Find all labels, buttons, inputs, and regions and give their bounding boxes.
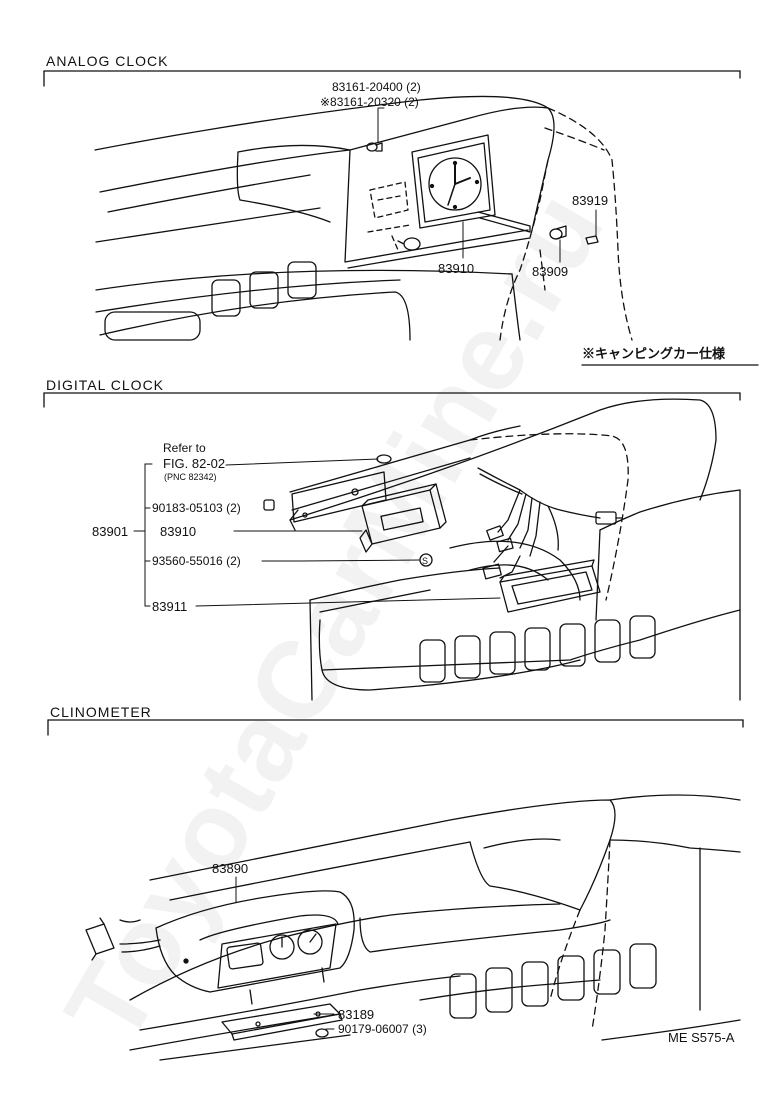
digital-nut-label: 93560-55016 (2) <box>152 554 241 568</box>
digital-wire-harness <box>478 468 622 579</box>
part-83909-label: 83909 <box>532 264 569 279</box>
part-83901-label: 83901 <box>92 524 129 539</box>
clinometer-dashboard <box>120 795 740 1060</box>
page-code: ME S575-A <box>668 1030 735 1045</box>
clinometer-screw-label: 90179-06007 (3) <box>338 1022 427 1036</box>
analog-screw-b-label: ※83161-20320 (2) <box>320 95 419 109</box>
part-83919-label: 83919 <box>572 193 609 208</box>
digital-clock-83910 <box>360 484 446 552</box>
analog-clock-title: ANALOG CLOCK <box>46 53 169 69</box>
part-83911-label: 83911 <box>152 599 188 614</box>
analog-small-parts <box>367 143 598 244</box>
analog-clock-83910 <box>398 135 530 250</box>
analog-part-83910-label: 83910 <box>438 261 475 276</box>
screw-marker-s: S <box>422 556 429 566</box>
analog-dashboard <box>95 96 632 340</box>
analog-screw-a-label: 83161-20400 (2) <box>332 80 421 94</box>
clinometer-connector <box>86 918 160 960</box>
refer-to-label: Refer to <box>163 441 206 455</box>
pnc-reference-label: (PNC 82342) <box>164 472 217 482</box>
camping-car-note: ※キャンピングカー仕様 <box>582 346 726 361</box>
digital-dashboard <box>290 399 740 700</box>
section-clinometer-frame <box>48 720 743 735</box>
section-analog-frame <box>44 71 740 86</box>
clinometer-leaders <box>236 877 334 1029</box>
clinometer-gauge-83890 <box>156 891 354 1004</box>
clinometer-title: CLINOMETER <box>50 704 152 720</box>
fig-reference-label: FIG. 82-02 <box>163 456 226 471</box>
part-83890-label: 83890 <box>212 861 249 876</box>
analog-leaders <box>378 108 596 262</box>
digital-leaders <box>134 459 500 606</box>
clinometer-bracket-83189 <box>222 1004 342 1040</box>
digital-clock-title: DIGITAL CLOCK <box>46 377 165 393</box>
digital-part-83910-label: 83910 <box>160 524 197 539</box>
section-digital-frame <box>44 393 740 407</box>
digital-bezel-83911 <box>500 560 600 612</box>
part-83189-label: 83189 <box>338 1007 375 1022</box>
digital-screw-label: 90183-05103 (2) <box>152 501 241 515</box>
